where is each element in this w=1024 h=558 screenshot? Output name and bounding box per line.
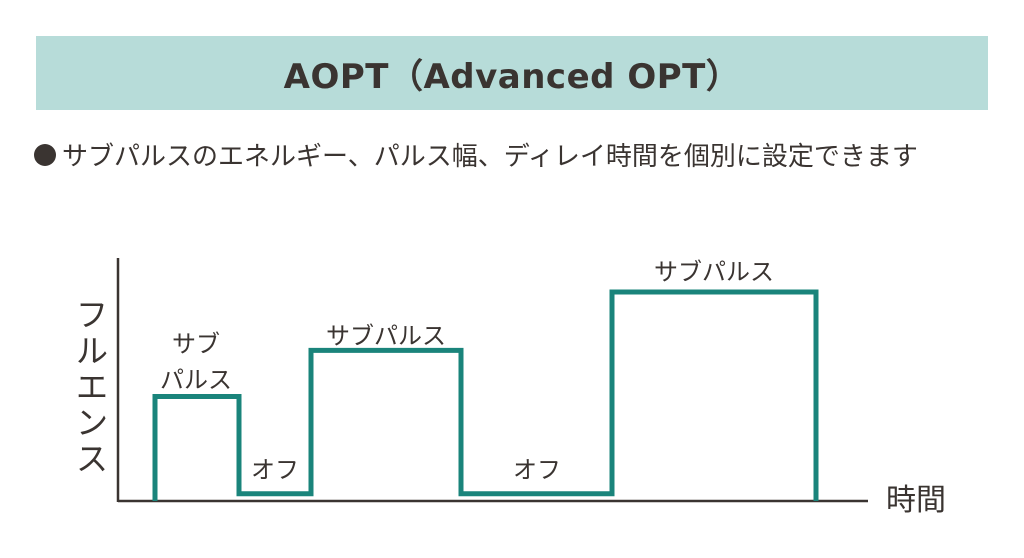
feature-description: サブパルスのエネルギー、パルス幅、ディレイ時間を個別に設定できます xyxy=(34,136,918,173)
title-banner: AOPT（Advanced OPT） xyxy=(36,36,988,110)
y-axis-label-char: ル xyxy=(76,332,108,370)
pulse-label-3: サブパルス xyxy=(654,258,774,286)
x-axis-label: 時間 xyxy=(886,483,946,518)
y-axis-label-char: ス xyxy=(76,440,108,478)
y-axis-label-char: エ xyxy=(76,368,108,406)
bullet-icon xyxy=(34,143,56,166)
pulse-waveform xyxy=(152,289,819,501)
pulse-label-1-line1: サブ xyxy=(172,330,220,358)
off-label-2: オフ xyxy=(513,456,561,484)
pulse-label-1-line2: パルス xyxy=(160,366,232,394)
y-axis-label-char: ン xyxy=(76,404,108,442)
off-label-1: オフ xyxy=(251,456,299,484)
y-axis-label-char: フ xyxy=(76,296,108,334)
page-title: AOPT（Advanced OPT） xyxy=(283,56,741,97)
pulse-label-2: サブパルス xyxy=(326,322,446,350)
feature-description-text: サブパルスのエネルギー、パルス幅、ディレイ時間を個別に設定できます xyxy=(62,142,918,172)
